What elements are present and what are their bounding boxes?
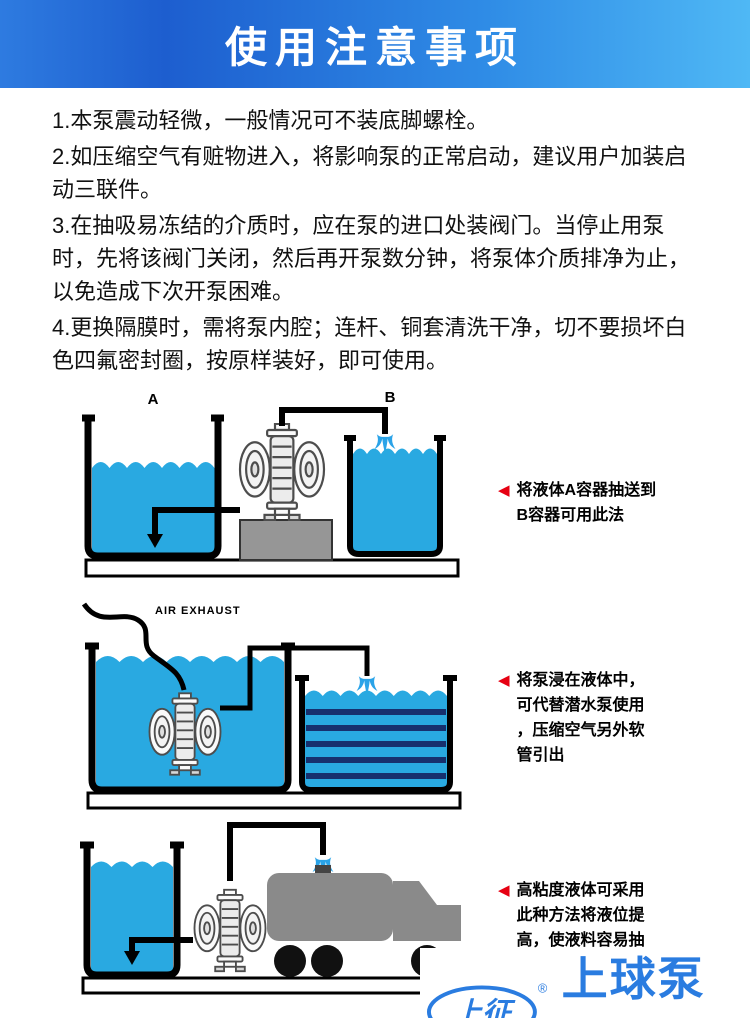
source-container (80, 841, 184, 979)
label-container-a: A (148, 391, 159, 408)
usage-notes: 1.本泵震动轻微，一般情况可不装底脚螺栓。 2.如压缩空气有赃物进入，将影响泵的… (52, 104, 704, 380)
wheel (274, 945, 306, 977)
water (91, 861, 173, 973)
red-arrow-icon: ◀ (498, 882, 510, 899)
diagram-tanker-truck (80, 822, 463, 995)
annotation-2: ◀ 将泵浸在液体中， 可代替潜水泵使用 ，压缩空气另外软 管引出 (498, 668, 706, 768)
platform (86, 791, 462, 810)
page-title: 使用注意事项 (224, 23, 525, 71)
air-exhaust-hose (81, 602, 187, 691)
tanker-truck (267, 865, 461, 977)
receiving-container (295, 675, 457, 793)
label-air-exhaust: AIR EXHAUST (155, 605, 241, 617)
note-3: 3.在抽吸易冻结的介质时，应在泵的进口处装阀门。当停止用泵时，先将该阀门关闭，然… (52, 213, 691, 304)
brand-logo: 上征 ® 上球泵业 (420, 948, 750, 1018)
discharge-pipe (227, 822, 326, 881)
diaphragm-pump (238, 423, 326, 521)
logo-ellipse-mark: 上征 ® (426, 980, 548, 1018)
discharge-pipe (220, 645, 370, 711)
company-name: 上球泵业 (561, 953, 706, 1018)
water (353, 448, 437, 552)
flow-arrow (147, 534, 163, 548)
annotation-1: ◀ 将液体A容器抽送到 B容器可用此法 (498, 478, 706, 528)
suction-pipe (147, 507, 240, 548)
registered-trademark-icon: ® (538, 980, 548, 995)
logo-mark-text: 上征 (453, 997, 516, 1018)
tank-hatch (315, 865, 331, 875)
note-2: 2.如压缩空气有赃物进入，将影响泵的正常启动，建议用户加装启动三联件。 (52, 144, 687, 202)
title-banner: 使用注意事项 (0, 0, 750, 88)
diagram-transfer-a-to-b: A B (82, 389, 460, 578)
note-4: 4.更换隔膜时，需将泵内腔；连杆、铜套清洗干净，切不要损坏白色四氟密封圈，按原样… (52, 315, 687, 373)
container-b (344, 435, 446, 557)
red-arrow-icon: ◀ (498, 672, 510, 689)
platform (81, 976, 463, 995)
annotation-text: 将液体A容器抽送到 B容器可用此法 (516, 482, 657, 524)
red-arrow-icon: ◀ (498, 482, 510, 499)
platform (84, 558, 460, 578)
flow-arrow (124, 951, 140, 965)
truck-cab (393, 881, 461, 941)
discharge-pipe (279, 407, 388, 434)
diaphragm-pump (193, 888, 267, 973)
label-container-b: B (385, 389, 396, 406)
mounting-block (239, 519, 333, 561)
liquid-stripes (306, 709, 446, 779)
note-1: 1.本泵震动轻微，一般情况可不装底脚螺栓。 (52, 108, 489, 133)
wheel (311, 945, 343, 977)
suction-pipe (124, 937, 193, 965)
annotation-text: 将泵浸在液体中， 可代替潜水泵使用 ，压缩空气另外软 管引出 (516, 672, 645, 764)
tank-body (267, 873, 393, 941)
diagram-submerged-pump: AIR EXHAUST (81, 602, 462, 810)
